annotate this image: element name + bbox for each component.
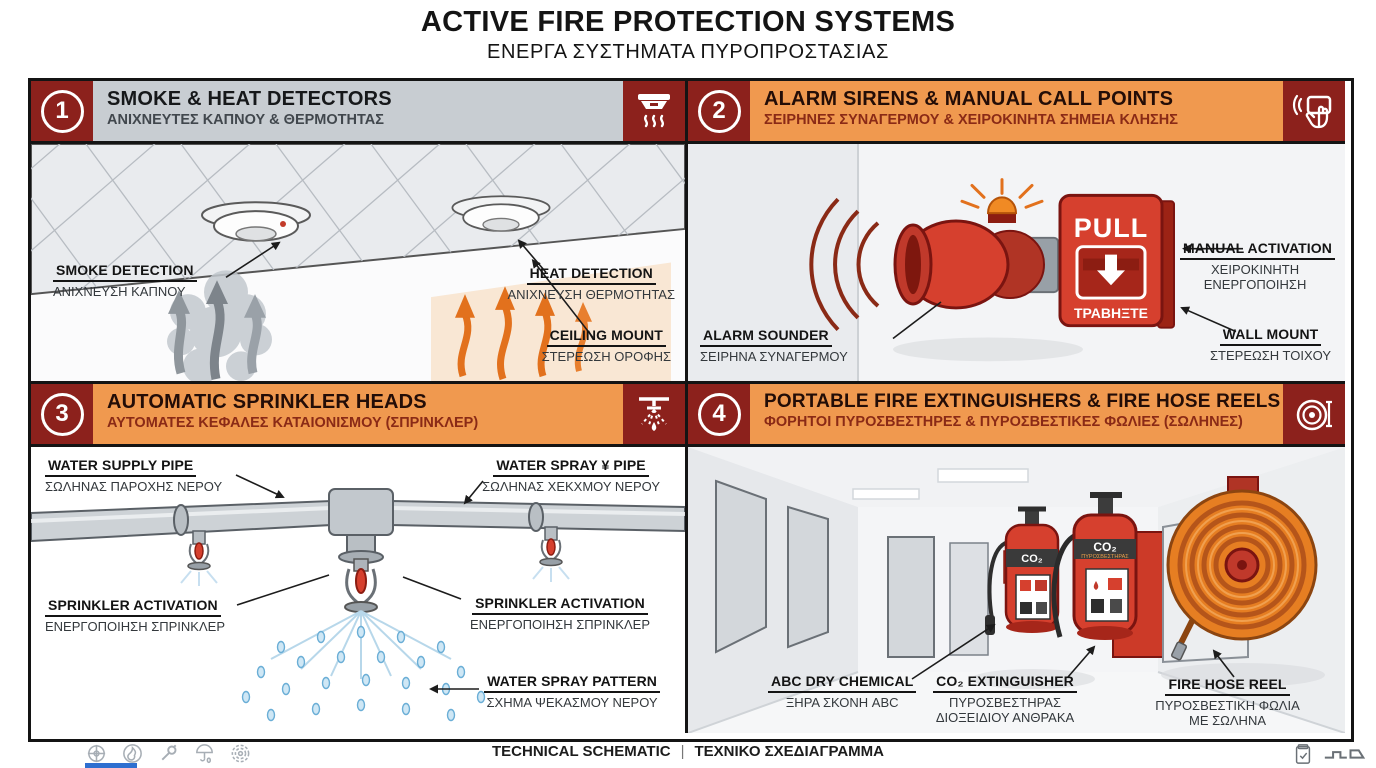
callout-ceiling-mount: CEILING MOUNT ΣΤΕΡΕΩΣΗ ΟΡΟΦΗΣ xyxy=(541,327,671,365)
schematic-frame: 1 SMOKE & HEAT DETECTORS ΑΝΙΧΝΕΥΤΕΣ ΚΑΠΝ… xyxy=(28,78,1354,742)
callout-wall-mount: WALL MOUNT ΣΤΕΡΕΩΣΗ ΤΟΙΧΟΥ xyxy=(1210,326,1331,364)
panel3-illustration xyxy=(31,447,685,733)
extinguisher-co2: CO₂ ΠΥΡΟΣΒΕΣΤΗΡΑΣ xyxy=(1051,492,1138,640)
panel4-leader-lines xyxy=(911,623,1235,680)
panel1-title: SMOKE & HEAT DETECTORS xyxy=(107,88,392,110)
sound-waves xyxy=(809,197,880,332)
footer-left-icons xyxy=(85,742,252,765)
target-icon xyxy=(87,744,106,763)
alarm-sounder-device xyxy=(809,178,1059,332)
panel-alarm-sirens: 2 ALARM SIRENS & MANUAL CALL POINTS ΣΕΙΡ… xyxy=(688,81,1345,384)
co2-band-text-b: CO₂ xyxy=(1093,540,1116,554)
beacon-rays xyxy=(960,178,1044,209)
panel2-leader-lines xyxy=(892,244,1243,340)
panel1-illustration xyxy=(31,144,685,381)
panel2-title: ALARM SIRENS & MANUAL CALL POINTS xyxy=(764,88,1174,110)
hose-reel-icon xyxy=(1283,384,1345,444)
central-sprinkler-device xyxy=(328,488,394,613)
panel1-number: 1 xyxy=(40,89,84,133)
callout-sprinkler-activation-left: SPRINKLER ACTIVATION ΕΝΕΡΓΟΠΟΙΗΣΗ ΣΠΡΙΝΚ… xyxy=(45,597,226,635)
side-sprinkler-left xyxy=(180,530,218,586)
brand-logo-icon xyxy=(1324,749,1366,759)
panel4-number-badge: 4 xyxy=(688,384,750,444)
panel3-number: 3 xyxy=(40,392,84,436)
heat-detector-device xyxy=(451,195,551,232)
panel3-title-box: AUTOMATIC SPRINKLER HEADS ΑΥΤΟΜΑΤΕΣ ΚΕΦΑ… xyxy=(93,384,623,444)
co2-band-small-text: ΠΥΡΟΣΒΕΣΤΗΡΑΣ xyxy=(1081,554,1129,560)
panel-sprinkler-heads: 3 AUTOMATIC SPRINKLER HEADS ΑΥΤΟΜΑΤΕΣ ΚΕ… xyxy=(31,384,688,733)
footer-text-secondary: ΤΕΧΝΙΚΟ ΣΧΕΔΙΑΓΡΑΜΜΑ xyxy=(694,743,885,760)
panel4-body: CO₂ CO₂ xyxy=(688,447,1345,733)
panel4-header: 4 PORTABLE FIRE EXTINGUISHERS & FIRE HOS… xyxy=(688,384,1345,447)
panel2-header: 2 ALARM SIRENS & MANUAL CALL POINTS ΣΕΙΡ… xyxy=(688,81,1345,144)
callout-manual-activation: MANUAL ACTIVATION ΧΕΙΡΟΚΙΝΗΤΗ ΕΝΕΡΓΟΠΟΙΗ… xyxy=(1180,240,1335,293)
spray-fan xyxy=(270,610,452,679)
water-droplets xyxy=(241,625,486,722)
panel1-title-box: SMOKE & HEAT DETECTORS ΑΝΙΧΝΕΥΤΕΣ ΚΑΠΝΟΥ… xyxy=(93,81,623,141)
wrench-icon xyxy=(161,744,177,761)
panel4-illustration: CO₂ CO₂ xyxy=(688,447,1345,733)
clipboard-check-icon xyxy=(1295,744,1311,764)
panel3-header: 3 AUTOMATIC SPRINKLER HEADS ΑΥΤΟΜΑΤΕΣ ΚΕ… xyxy=(31,384,685,447)
panel2-number-badge: 2 xyxy=(688,81,750,141)
panel2-number: 2 xyxy=(697,89,741,133)
panel-smoke-heat-detectors: 1 SMOKE & HEAT DETECTORS ΑΝΙΧΝΕΥΤΕΣ ΚΑΠΝ… xyxy=(31,81,688,384)
callout-smoke-detection: SMOKE DETECTION ΑΝΙΧΝΕΥΣΗ ΚΑΠΝΟΥ xyxy=(53,262,197,300)
fire-hose-reel-device xyxy=(1166,476,1318,661)
footer-text-primary: TECHNICAL SCHEMATIC xyxy=(491,743,671,760)
extinguisher-abc: CO₂ xyxy=(985,506,1060,635)
callout-fire-hose-reel: FIRE HOSE REEL ΠΥΡΟΣΒΕΣΤΙΚΗ ΦΩΛΙΑ ΜΕ ΣΩΛ… xyxy=(1155,676,1300,729)
footer: TECHNICAL SCHEMATIC | ΤΕΧΝΙΚΟ ΣΧΕΔΙΑΓΡΑΜ… xyxy=(0,740,1376,768)
panel3-leader-lines xyxy=(235,474,484,694)
panel3-title: AUTOMATIC SPRINKLER HEADS xyxy=(107,391,427,413)
panel4-title: PORTABLE FIRE EXTINGUISHERS & FIRE HOSE … xyxy=(764,391,1281,412)
callout-water-supply-pipe: WATER SUPPLY PIPE ΣΩΛΗΝΑΣ ΠΑΡΟΧΗΣ ΝΕΡΟΥ xyxy=(45,457,223,495)
footer-separator: | xyxy=(680,743,685,760)
panel4-number: 4 xyxy=(697,392,741,436)
manual-call-point-device: PULL ΤΡΑΒΗΞΤΕ xyxy=(1058,193,1175,329)
panel3-body: WATER SUPPLY PIPE ΣΩΛΗΝΑΣ ΠΑΡΟΧΗΣ ΝΕΡΟΥ … xyxy=(31,447,685,733)
smoke-arrows xyxy=(168,280,266,380)
callout-sprinkler-activation-right: SPRINKLER ACTIVATION ΕΝΕΡΓΟΠΟΙΗΣΗ ΣΠΡΙΝΚ… xyxy=(469,595,650,633)
flame-icon xyxy=(123,744,142,763)
callout-abc-dry-chemical: ABC DRY CHEMICAL ΞΗΡΑ ΣΚΟΝΗ ABC xyxy=(768,673,917,711)
smoke-detector-icon xyxy=(623,81,685,141)
panel2-title-box: ALARM SIRENS & MANUAL CALL POINTS ΣΕΙΡΗΝ… xyxy=(750,81,1283,141)
hand-press-icon xyxy=(1283,81,1345,141)
panel3-subtitle: ΑΥΤΟΜΑΤΕΣ ΚΕΦΑΛΕΣ ΚΑΤΑΙΟΝΙΣΜΟΥ (ΣΠΡΙΝΚΛΕ… xyxy=(107,415,479,431)
heat-arrows xyxy=(455,286,592,381)
callout-water-spray-pattern: WATER SPRAY PATTERN ΣΧΗΜΑ ΨΕΚΑΣΜΟΥ ΝΕΡΟΥ xyxy=(484,673,660,711)
panel4-subtitle: ΦΟΡΗΤΟΙ ΠΥΡΟΣΒΕΣΤΗΡΕΣ & ΠΥΡΟΣΒΕΣΤΙΚΕΣ ΦΩ… xyxy=(764,414,1243,430)
bottom-accent-bar xyxy=(85,763,137,768)
panel-extinguishers-hose-reels: 4 PORTABLE FIRE EXTINGUISHERS & FIRE HOS… xyxy=(688,384,1345,733)
sprinkler-icon xyxy=(623,384,685,444)
side-sprinkler-right xyxy=(532,526,570,582)
panel1-body: SMOKE DETECTION ΑΝΙΧΝΕΥΣΗ ΚΑΠΝΟΥ HEAT DE… xyxy=(31,144,685,381)
panel1-subtitle: ΑΝΙΧΝΕΥΤΕΣ ΚΑΠΝΟΥ & ΘΕΡΜΟΤΗΤΑΣ xyxy=(107,112,384,128)
smoke-detector-device xyxy=(201,201,311,242)
panel2-illustration: PULL ΤΡΑΒΗΞΤΕ xyxy=(688,144,1345,381)
panel2-subtitle: ΣΕΙΡΗΝΕΣ ΣΥΝΑΓΕΡΜΟΥ & ΧΕΙΡΟΚΙΝΗΤΑ ΣΗΜΕΙΑ… xyxy=(764,112,1178,128)
callout-water-spray-pipe: WATER SPRAY ¥ PIPE ΣΩΛΗΝΑΣ ΧΕΚΧΜΟΥ ΝΕΡΟΥ xyxy=(482,457,660,495)
pull-text: PULL xyxy=(1074,213,1148,243)
callout-alarm-sounder: ALARM SOUNDER ΣΕΙΡΗΝΑ ΣΥΝΑΓΕΡΜΟΥ xyxy=(700,327,848,365)
panel1-leader-lines xyxy=(225,239,594,339)
callout-heat-detection: HEAT DETECTION ΑΝΙΧΝΕΥΣΗ ΘΕΡΜΟΤΗΤΑΣ xyxy=(507,265,675,303)
page-subtitle: ΕΝΕΡΓΑ ΣΥΣΤΗΜΑΤΑ ΠΥΡΟΠΡΟΣΤΑΣΙΑΣ xyxy=(487,41,889,63)
page-title: ACTIVE FIRE PROTECTION SYSTEMS xyxy=(420,6,956,38)
gear-icon xyxy=(231,744,250,763)
panel1-header: 1 SMOKE & HEAT DETECTORS ΑΝΙΧΝΕΥΤΕΣ ΚΑΠΝ… xyxy=(31,81,685,144)
footer-right-icons xyxy=(1292,742,1368,766)
poster-title-block: ACTIVE FIRE PROTECTION SYSTEMS ΕΝΕΡΓΑ ΣΥ… xyxy=(0,6,1376,64)
co2-band-text-a: CO₂ xyxy=(1021,553,1043,565)
panel1-number-badge: 1 xyxy=(31,81,93,141)
callout-co2-extinguisher: CO₂ EXTINGUISHER ΠΥΡΟΣΒΕΣΤΗΡΑΣ ΔΙΟΞΕΙΔΙΟ… xyxy=(926,673,1084,726)
umbrella-icon xyxy=(196,744,213,764)
pull-greek-text: ΤΡΑΒΗΞΤΕ xyxy=(1074,305,1148,321)
panel3-number-badge: 3 xyxy=(31,384,93,444)
panel2-body: PULL ΤΡΑΒΗΞΤΕ ALARM SOUNDER xyxy=(688,144,1345,381)
footer-text: TECHNICAL SCHEMATIC | ΤΕΧΝΙΚΟ ΣΧΕΔΙΑΓΡΑΜ… xyxy=(0,743,1376,760)
panel4-title-box: PORTABLE FIRE EXTINGUISHERS & FIRE HOSE … xyxy=(750,384,1283,444)
